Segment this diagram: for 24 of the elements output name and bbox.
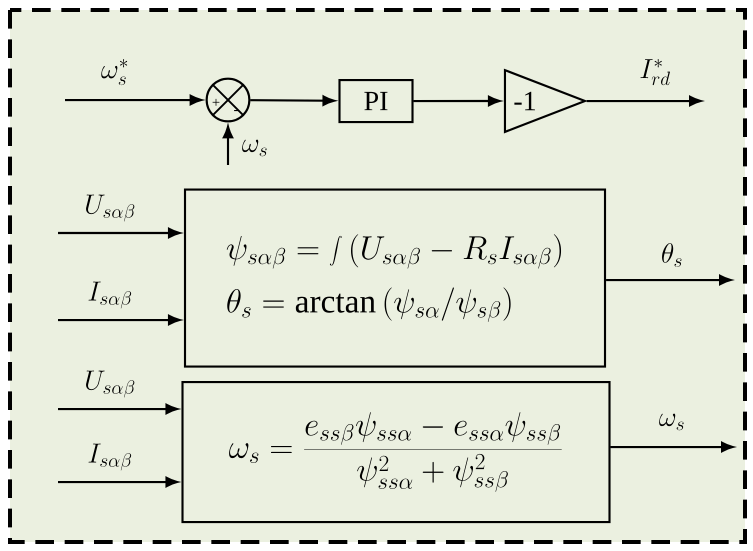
sign-label: +: [212, 98, 220, 106]
arrow: [610, 442, 734, 452]
edge-label: $I_{rd}^*$: [640, 59, 670, 86]
arrow: [65, 94, 202, 106]
edge-label: $\omega_s^*$: [101, 59, 128, 86]
edge-label: $I_{s\alpha\beta}$: [88, 282, 132, 308]
arrow: [606, 274, 732, 286]
formula-block: $\omega_s=\frac{e_{ss\beta}\psi_{ss\alpha}-e_{ss\alpha}\psi_{ss\beta}}{\psi_{ss\alpha}^2+\psi_{ss\beta}^2}$: [181, 380, 611, 524]
edge-label: $U_{s\alpha\beta}$: [86, 370, 134, 398]
arrow: [58, 404, 178, 414]
edge-label: $\theta_s$: [662, 243, 682, 267]
summing-junction: [206, 78, 250, 122]
arrow: [58, 314, 181, 326]
formula-block: $\psi_{s\alpha\beta}=\int\left(U_{s\alpha\beta}-R_s I_{s\alpha\beta}\right)$ $\theta_s=\arctan\left(\psi_{s\alpha}/\psi_{s\beta}\right)$: [184, 188, 606, 368]
edge-label: $I_{s\alpha\beta}$: [88, 444, 132, 470]
edge-label: $\omega_s$: [659, 414, 684, 430]
arrow: [58, 228, 181, 238]
arrow: [414, 96, 501, 106]
arrow: [58, 476, 178, 488]
edge-label: $\omega_s$: [242, 140, 267, 156]
pi-block: PI: [338, 78, 414, 124]
edge-label: $U_{s\alpha\beta}$: [86, 194, 134, 222]
arrow: [222, 126, 234, 165]
arrow: [586, 96, 702, 106]
